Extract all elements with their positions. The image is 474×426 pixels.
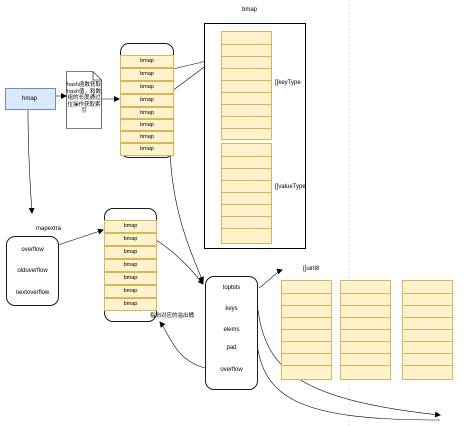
hash-note-line-4: 位操作获取索 bbox=[67, 101, 101, 108]
key-row-divider bbox=[222, 128, 271, 129]
field-keys: keys bbox=[225, 306, 238, 312]
bucket-cell: bmap bbox=[120, 81, 174, 94]
column-row-divider bbox=[282, 353, 331, 354]
hash-note-line-5: 引 bbox=[81, 108, 87, 114]
field-pad: pad bbox=[226, 345, 237, 351]
overflow-field-to-array-arrow bbox=[159, 321, 206, 369]
mapextra-box bbox=[6, 236, 59, 306]
overflow-cell: bmap bbox=[104, 220, 157, 233]
key-row-divider bbox=[222, 92, 271, 93]
column-row-divider bbox=[403, 353, 452, 354]
hmap-to-mapextra-arrow bbox=[27, 109, 35, 214]
topbits-to-uint8-arrow bbox=[258, 268, 283, 289]
column-row-divider bbox=[341, 353, 390, 354]
hmap-box: hmap bbox=[5, 88, 56, 110]
column-row-divider bbox=[341, 341, 390, 342]
elems-column bbox=[402, 280, 453, 380]
column-row-divider bbox=[403, 341, 452, 342]
column-row-divider bbox=[282, 293, 331, 294]
bucket-cell: bmap bbox=[120, 107, 174, 119]
key-row-divider bbox=[222, 104, 271, 105]
key-array-box bbox=[221, 31, 272, 140]
overflow-cell: bmap bbox=[104, 285, 157, 298]
overflow-note: 指向对应的溢出桶 bbox=[150, 313, 195, 319]
mapextra-label: mapextra bbox=[36, 226, 62, 232]
value-row-divider bbox=[222, 204, 271, 205]
buckets-to-struct-arrow bbox=[169, 149, 204, 283]
overflow-cell: bmap bbox=[104, 272, 157, 285]
field-elems: elems bbox=[223, 327, 240, 333]
bucket-cell: bmap bbox=[120, 94, 174, 107]
column-row-divider bbox=[403, 317, 452, 318]
bucket-cell: bmap bbox=[120, 119, 174, 131]
key-row-divider bbox=[222, 116, 271, 117]
overflow-cell: bmap bbox=[104, 233, 157, 246]
topbits-column bbox=[281, 280, 332, 380]
column-row-divider bbox=[282, 305, 331, 306]
bucket-cell: bmap bbox=[120, 68, 174, 81]
column-row-divider bbox=[341, 317, 390, 318]
column-row-divider bbox=[282, 365, 331, 366]
key-row-divider bbox=[222, 44, 271, 45]
column-row-divider bbox=[403, 293, 452, 294]
hash-note-text: hash函数获取 hash值，和数 组的长度通过 位操作获取索 引 bbox=[67, 82, 101, 115]
column-row-divider bbox=[282, 341, 331, 342]
uint8-label: []uint8 bbox=[303, 266, 320, 272]
value-row-divider bbox=[222, 180, 271, 181]
value-row-divider bbox=[222, 228, 271, 229]
column-row-divider bbox=[282, 317, 331, 318]
mapextra-field-overflow: overflow bbox=[21, 247, 44, 253]
column-row-divider bbox=[403, 365, 452, 366]
column-row-divider bbox=[282, 329, 331, 330]
hash-note-shape bbox=[66, 71, 102, 129]
key-row-divider bbox=[222, 56, 271, 57]
overflow-cell: bmap bbox=[104, 246, 157, 259]
key-row-divider bbox=[222, 80, 271, 81]
value-row-divider bbox=[222, 168, 271, 169]
value-array-box bbox=[221, 143, 272, 244]
bucket-cell: bmap bbox=[120, 131, 174, 143]
mapextra-field-nextoverflow: nextoverflow bbox=[15, 290, 50, 296]
keys-column bbox=[340, 280, 391, 380]
column-row-divider bbox=[403, 329, 452, 330]
column-row-divider bbox=[341, 293, 390, 294]
column-row-divider bbox=[341, 365, 390, 366]
mapextra-field-oldoverflow: oldoverflow bbox=[17, 268, 48, 274]
column-row-divider bbox=[341, 329, 390, 330]
hash-note-line-2: hash值，和数 bbox=[67, 88, 101, 95]
bucket-struct bbox=[205, 276, 258, 390]
value-row-divider bbox=[222, 156, 271, 157]
value-row-divider bbox=[222, 216, 271, 217]
bucket-cell: bmap bbox=[120, 143, 174, 156]
field-overflow: overflow bbox=[220, 367, 243, 373]
column-row-divider bbox=[341, 305, 390, 306]
field-topbits: topbits bbox=[222, 285, 241, 291]
value-row-divider bbox=[222, 192, 271, 193]
diagram-title: bmap bbox=[242, 7, 258, 13]
hmap-label: hmap bbox=[22, 96, 38, 102]
overflow-cell: bmap bbox=[104, 298, 157, 311]
key-row-divider bbox=[222, 68, 271, 69]
mapextra-to-overflow-arrow bbox=[57, 228, 104, 246]
value-type-label: []valueType bbox=[275, 184, 306, 190]
hash-note-line-1: hash函数获取 bbox=[67, 82, 101, 88]
overflow-to-struct-arrow bbox=[155, 239, 204, 285]
bucket-cell: bmap bbox=[120, 55, 174, 68]
column-row-divider bbox=[403, 305, 452, 306]
key-type-label: []keyType bbox=[275, 80, 301, 86]
hash-note-line-3: 组的长度通过 bbox=[67, 95, 101, 101]
overflow-cell: bmap bbox=[104, 259, 157, 272]
struct-to-columns-arrow-2 bbox=[255, 329, 441, 421]
